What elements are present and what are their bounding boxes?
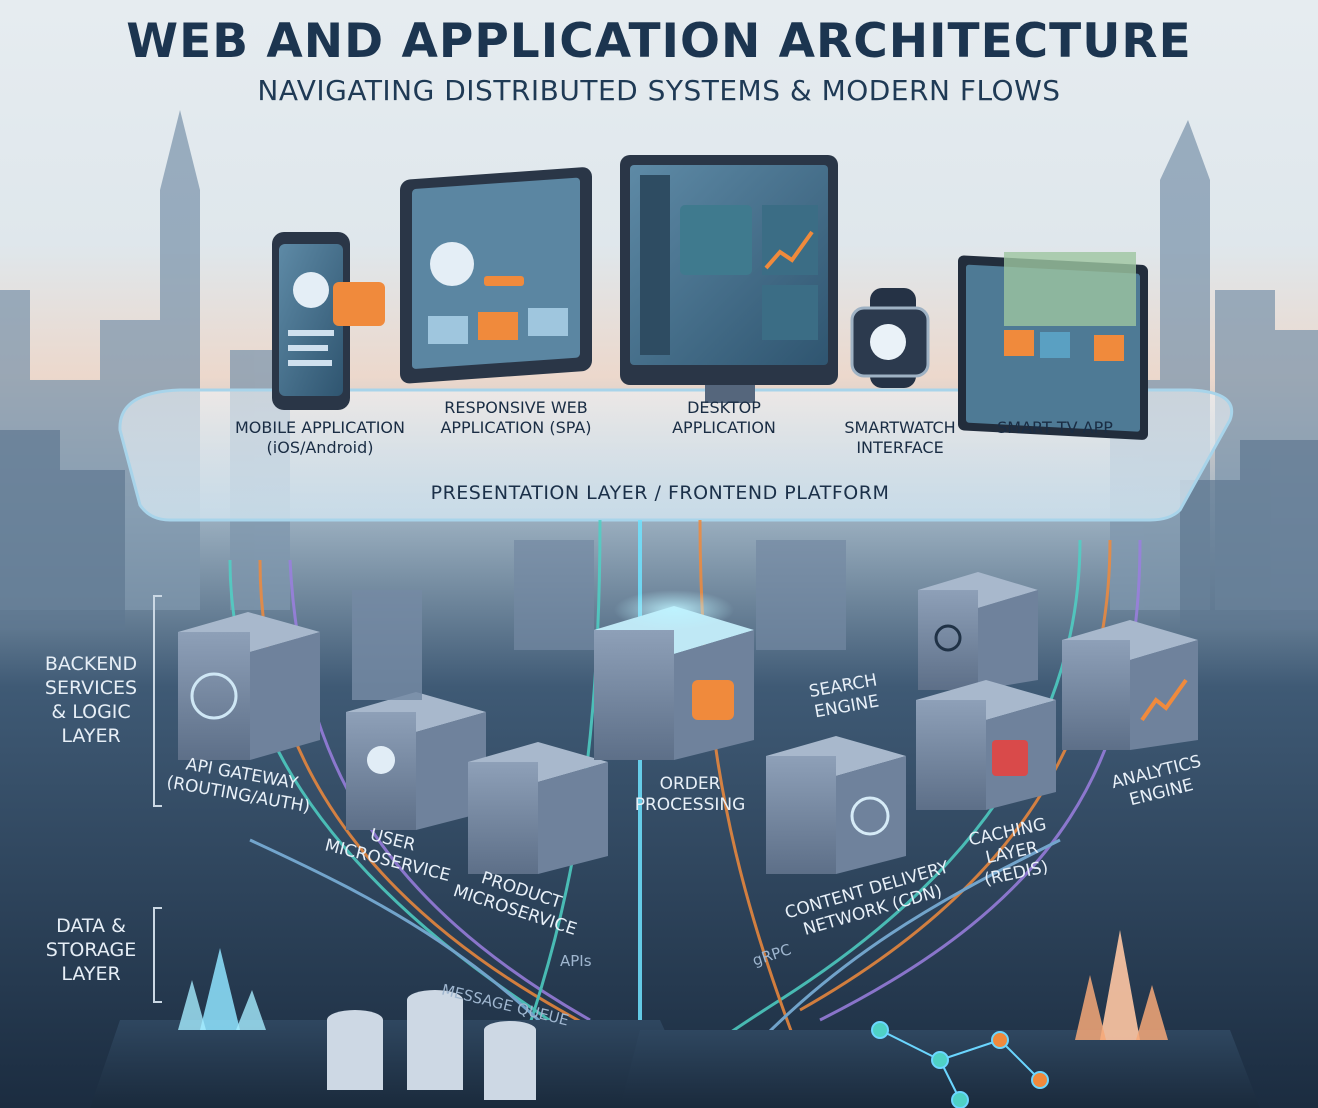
cart-icon bbox=[333, 282, 385, 326]
desktop-monitor bbox=[620, 155, 838, 403]
device-label-desktop: DESKTOP APPLICATION bbox=[640, 398, 808, 438]
backend-layer-label: BACKEND SERVICES & LOGIC LAYER bbox=[26, 652, 156, 748]
device-label-smartwatch: SMARTWATCH INTERFACE bbox=[830, 418, 970, 458]
device-label-smarttv: SMART TV APP bbox=[980, 418, 1130, 438]
data-layer-label: DATA & STORAGE LAYER bbox=[26, 914, 156, 986]
page-title: WEB AND APPLICATION ARCHITECTURE bbox=[0, 14, 1318, 69]
device-label-mobile: MOBILE APPLICATION (iOS/Android) bbox=[222, 418, 418, 458]
service-label-order: ORDER PROCESSING bbox=[620, 774, 760, 816]
storage-platform-left bbox=[90, 1020, 700, 1108]
web-monitor bbox=[400, 167, 592, 384]
device-label-web: RESPONSIVE WEB APPLICATION (SPA) bbox=[420, 398, 612, 438]
page-subtitle: NAVIGATING DISTRIBUTED SYSTEMS & MODERN … bbox=[0, 74, 1318, 107]
smart-tv bbox=[958, 252, 1148, 440]
presentation-layer-label: PRESENTATION LAYER / FRONTEND PLATFORM bbox=[330, 482, 990, 504]
flow-tag-apis: APIs bbox=[560, 952, 592, 970]
